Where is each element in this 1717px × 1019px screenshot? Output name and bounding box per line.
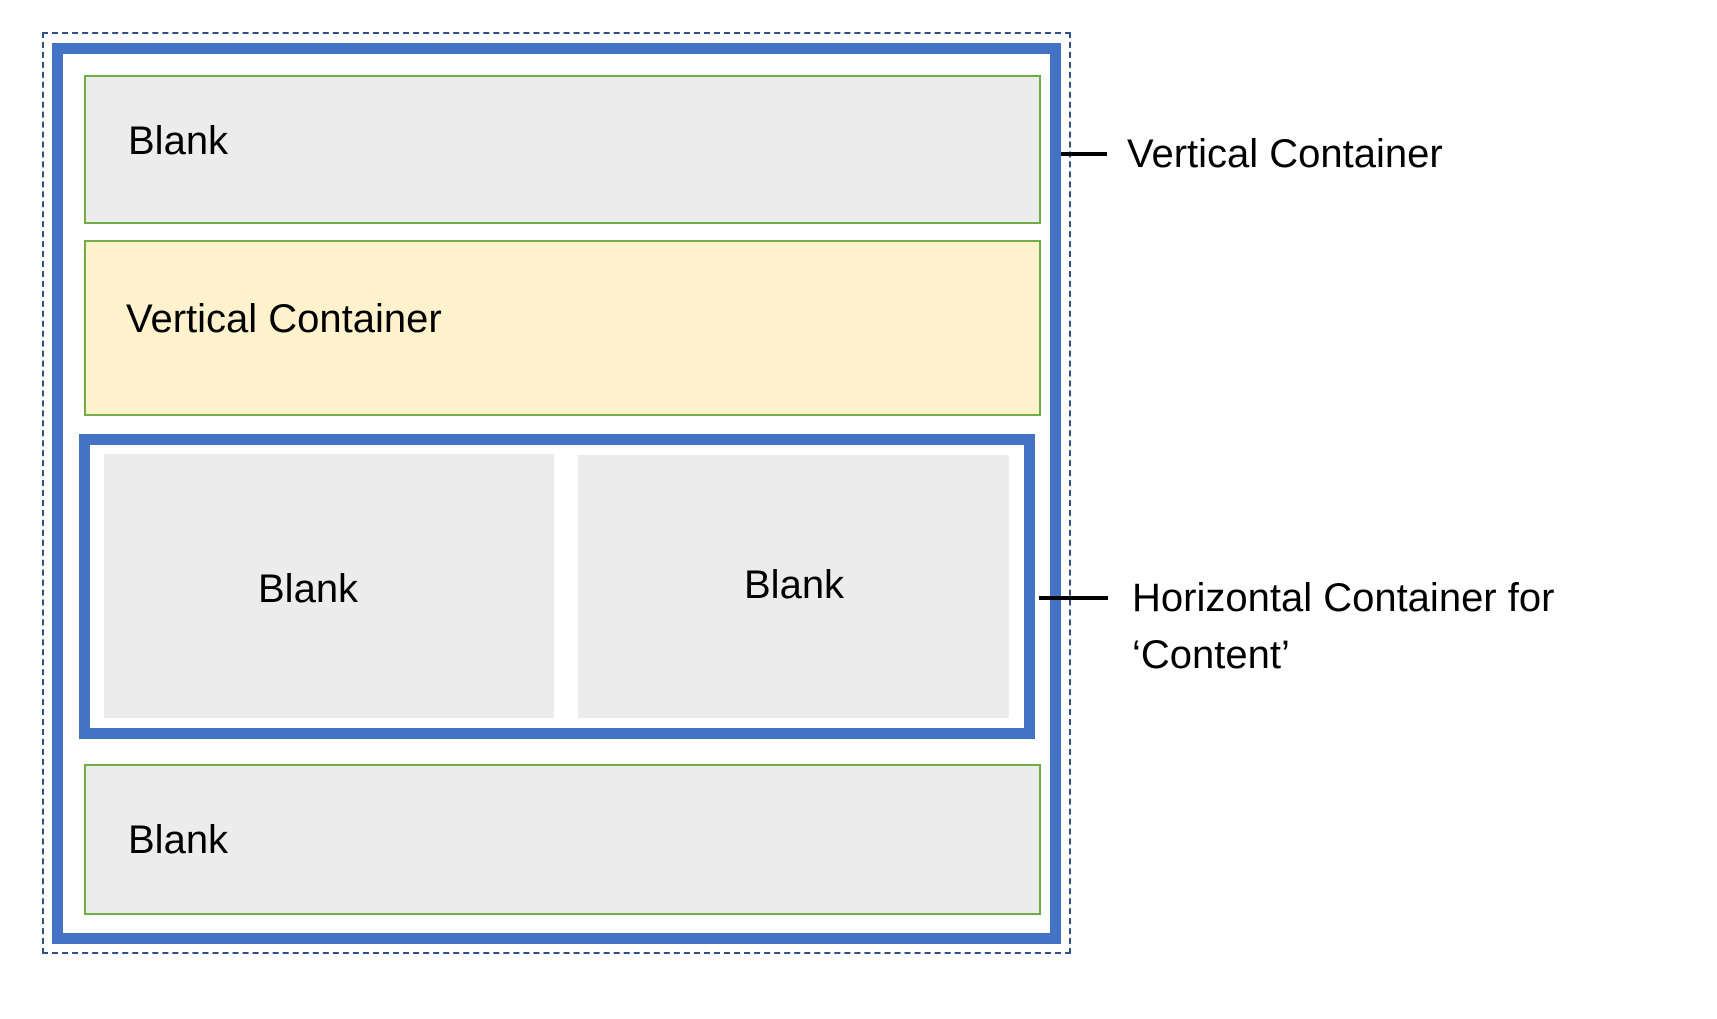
bottom-blank-row: Blank [84, 764, 1041, 915]
top-blank-label: Blank [128, 119, 229, 163]
horizontal-container-annotation-line2: ‘Content’ [1132, 633, 1290, 677]
content-right-blank: Blank [578, 455, 1009, 718]
vertical-container-connector [1061, 152, 1107, 156]
inner-vertical-container-row: Vertical Container [84, 240, 1041, 416]
horizontal-container-connector [1039, 596, 1108, 600]
vertical-container-annotation: Vertical Container [1127, 132, 1443, 176]
content-left-blank: Blank [104, 454, 554, 718]
content-right-label: Blank [744, 563, 845, 607]
horizontal-container-annotation-line1: Horizontal Container for [1132, 576, 1555, 620]
selection-frame [42, 32, 1071, 954]
content-left-label: Blank [258, 567, 359, 611]
inner-vertical-container-label: Vertical Container [126, 297, 442, 341]
top-blank-row: Blank [84, 75, 1041, 224]
bottom-blank-label: Blank [128, 818, 229, 862]
